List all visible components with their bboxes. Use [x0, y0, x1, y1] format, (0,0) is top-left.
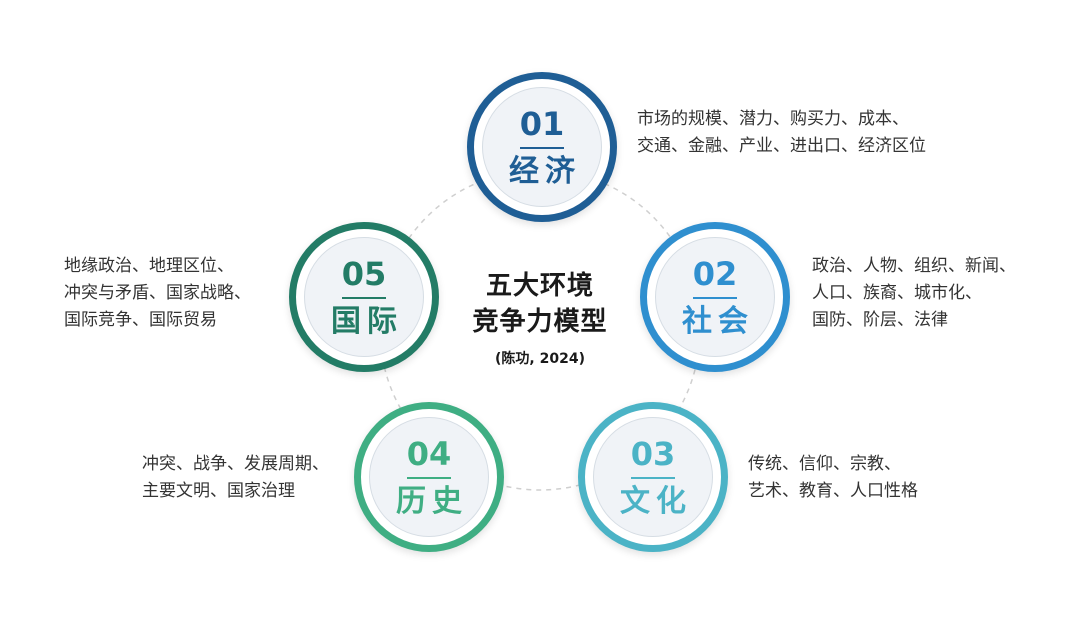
desc-economy: 市场的规模、潜力、购买力、成本、 交通、金融、产业、进出口、经济区位: [637, 106, 926, 160]
node-history-number: 04: [406, 434, 452, 473]
desc-history-line-2: 主要文明、国家治理: [142, 481, 295, 501]
desc-culture: 传统、信仰、宗教、 艺术、教育、人口性格: [748, 451, 918, 505]
desc-society: 政治、人物、组织、新闻、 人口、族裔、城市化、 国防、阶层、法律: [812, 253, 1016, 334]
node-international-name: 国际: [331, 303, 403, 339]
desc-international-line-2: 冲突与矛盾、国家战略、: [64, 283, 251, 303]
node-society-number: 02: [692, 254, 738, 293]
desc-culture-line-2: 艺术、教育、人口性格: [748, 481, 918, 501]
desc-society-line-3: 国防、阶层、法律: [812, 310, 948, 330]
center-title: 五大环境 竞争力模型 (陈功, 2024): [440, 268, 640, 368]
node-history: 04 历史: [354, 402, 504, 552]
node-culture-name: 文化: [620, 483, 692, 519]
desc-society-line-1: 政治、人物、组织、新闻、: [812, 256, 1016, 276]
desc-history-line-1: 冲突、战争、发展周期、: [142, 454, 329, 474]
desc-international-line-1: 地缘政治、地理区位、: [64, 256, 234, 276]
node-economy-inner: 01 经济: [482, 87, 602, 207]
node-international-inner: 05 国际: [304, 237, 424, 357]
node-culture-number: 03: [630, 434, 676, 473]
node-society-inner: 02 社会: [655, 237, 775, 357]
node-history-rule: [407, 476, 451, 479]
node-society-name: 社会: [682, 303, 754, 339]
desc-economy-line-2: 交通、金融、产业、进出口、经济区位: [637, 136, 926, 156]
node-culture: 03 文化: [578, 402, 728, 552]
center-title-line-2: 竞争力模型: [472, 307, 608, 337]
node-culture-inner: 03 文化: [593, 417, 713, 537]
node-international-number: 05: [341, 254, 387, 293]
desc-culture-line-1: 传统、信仰、宗教、: [748, 454, 901, 474]
desc-economy-line-1: 市场的规模、潜力、购买力、成本、: [637, 109, 909, 129]
node-economy-name: 经济: [509, 153, 581, 189]
desc-history: 冲突、战争、发展周期、 主要文明、国家治理: [142, 451, 329, 505]
node-culture-rule: [631, 476, 675, 479]
desc-society-line-2: 人口、族裔、城市化、: [812, 283, 982, 303]
desc-international: 地缘政治、地理区位、 冲突与矛盾、国家战略、 国际竞争、国际贸易: [64, 253, 251, 334]
node-history-name: 历史: [396, 483, 468, 519]
node-society: 02 社会: [640, 222, 790, 372]
desc-international-line-3: 国际竞争、国际贸易: [64, 310, 217, 330]
node-international-rule: [342, 296, 386, 299]
node-society-rule: [693, 296, 737, 299]
node-economy-rule: [520, 146, 564, 149]
center-subtitle: (陈功, 2024): [495, 351, 585, 367]
node-history-inner: 04 历史: [369, 417, 489, 537]
center-title-line-1: 五大环境: [485, 271, 594, 301]
node-economy: 01 经济: [467, 72, 617, 222]
node-international: 05 国际: [289, 222, 439, 372]
node-economy-number: 01: [519, 104, 565, 143]
